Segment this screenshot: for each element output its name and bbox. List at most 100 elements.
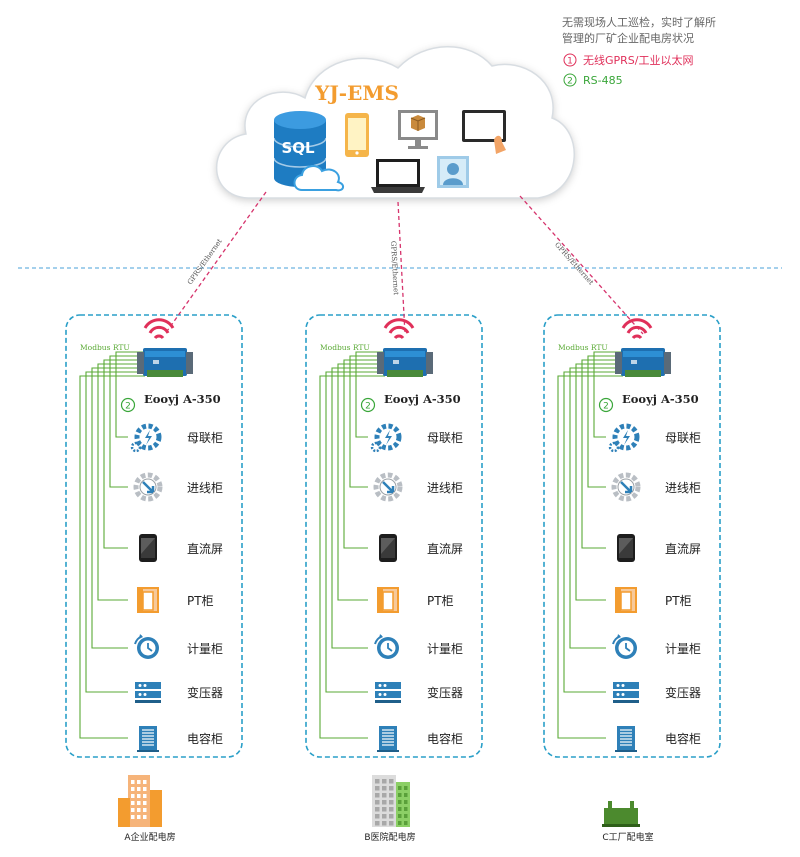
bus-line (349, 355, 385, 488)
touch-tablet-icon (462, 110, 506, 154)
equipment-item: 母联柜 (132, 426, 223, 451)
site-panel-border (543, 314, 721, 758)
rs485-badge-num: 2 (125, 402, 131, 412)
equipment-item: 电容柜 (376, 725, 463, 753)
bus-line (343, 359, 385, 549)
modbus-bus-lines (557, 351, 623, 739)
bus-line (569, 367, 623, 649)
rs485-badge-num: 2 (365, 402, 371, 412)
wifi-signal-icon (621, 318, 653, 340)
equipment-label: 母联柜 (187, 431, 223, 445)
rtu-device-icon (137, 348, 193, 377)
legend-badge (563, 53, 577, 67)
equipment-label: PT柜 (187, 594, 214, 608)
bus-label: Modbus RTU (320, 343, 370, 352)
office-building-icon (118, 775, 162, 827)
equipment-label: 电容柜 (665, 731, 701, 746)
bus-line (115, 351, 145, 438)
device-name: Eooyj A-350 (144, 392, 221, 406)
bus-line (581, 359, 623, 549)
equipment-label: 计量柜 (665, 642, 701, 656)
wifi-signal-icon (143, 318, 175, 340)
equipment-label: 变压器 (187, 685, 223, 700)
equipment-item: 母联柜 (610, 426, 701, 451)
bus-line (103, 359, 145, 549)
user-portrait-icon (437, 156, 469, 188)
rtu-device-icon (377, 348, 433, 377)
phone-screen-icon (617, 534, 635, 562)
modbus-bus-lines (319, 351, 385, 739)
equipment-item: 电容柜 (614, 725, 701, 753)
bus-line (325, 371, 385, 693)
equipment-item: 进线柜 (136, 475, 223, 499)
equipment-label: 直流屏 (427, 542, 463, 556)
capacitor-cabinet-icon (614, 725, 638, 753)
phone-screen-icon (139, 534, 157, 562)
wifi-signal-icon (383, 318, 415, 340)
equipment-item: 电容柜 (136, 725, 223, 753)
equipment-item: 母联柜 (372, 426, 463, 451)
link-label: GPRS/Ethernet (553, 241, 595, 287)
legend-badge-num: 2 (567, 77, 573, 87)
rs485-badge-num: 2 (603, 402, 609, 412)
site-panel-border (65, 314, 243, 758)
gprs-link-line (397, 201, 406, 335)
equipment-label: 母联柜 (665, 431, 701, 445)
equipment-item: 变压器 (375, 682, 463, 703)
gear-arrow-icon (376, 475, 400, 499)
bus-line (557, 375, 623, 739)
bus-line (593, 351, 623, 438)
hospital-building-icon (372, 775, 410, 827)
equipment-item: 计量柜 (612, 633, 701, 660)
clock-meter-icon (612, 633, 638, 660)
equipment-item: 进线柜 (614, 475, 701, 499)
site-label: C工厂配电室 (602, 831, 653, 843)
cloud-platform: YJ-EMS SQL (215, 46, 575, 199)
device-name: Eooyj A-350 (622, 392, 699, 406)
sql-label: SQL (281, 139, 315, 157)
link-label: GPRS/Ethernet (389, 241, 400, 296)
device-name: Eooyj A-350 (384, 392, 461, 406)
site-label: A企业配电房 (124, 831, 175, 843)
equipment-label: 进线柜 (427, 481, 463, 495)
transformer-rack-icon (375, 682, 401, 703)
equipment-item: 直流屏 (617, 534, 701, 562)
legend: 1 无线GPRS/工业以太网 2 RS-485 (563, 53, 694, 87)
clock-meter-icon (134, 633, 160, 660)
legend-item-wireless: 1 无线GPRS/工业以太网 (563, 53, 694, 67)
mobile-phone-icon (345, 113, 369, 157)
equipment-label: 直流屏 (665, 542, 701, 556)
monitor-box-icon (398, 110, 438, 149)
equipment-label: 电容柜 (187, 731, 223, 746)
phone-screen-icon (379, 534, 397, 562)
equipment-item: 变压器 (613, 682, 701, 703)
rs485-badge (360, 397, 376, 413)
bus-line (85, 371, 145, 693)
equipment-label: 电容柜 (427, 731, 463, 746)
bus-label: Modbus RTU (80, 343, 130, 352)
equipment-item: 直流屏 (139, 534, 223, 562)
gear-arrow-icon (136, 475, 160, 499)
gear-lightning-icon (132, 426, 159, 451)
cloud-title: YJ-EMS (314, 81, 399, 105)
bus-line (319, 375, 385, 739)
site-label: B医院配电房 (364, 831, 415, 843)
capacitor-cabinet-icon (136, 725, 160, 753)
rs485-badge (120, 397, 136, 413)
transformer-rack-icon (135, 682, 161, 703)
bus-line (331, 367, 385, 649)
equipment-label: PT柜 (427, 594, 454, 608)
capacitor-cabinet-icon (376, 725, 400, 753)
factory-icon (602, 801, 640, 827)
equipment-label: 变压器 (427, 685, 463, 700)
bus-line (79, 375, 145, 739)
bus-line (337, 363, 385, 601)
equipment-item: 变压器 (135, 682, 223, 703)
gprs-link-line (519, 195, 644, 335)
cloud-icon (293, 165, 344, 192)
bus-line (587, 355, 623, 488)
